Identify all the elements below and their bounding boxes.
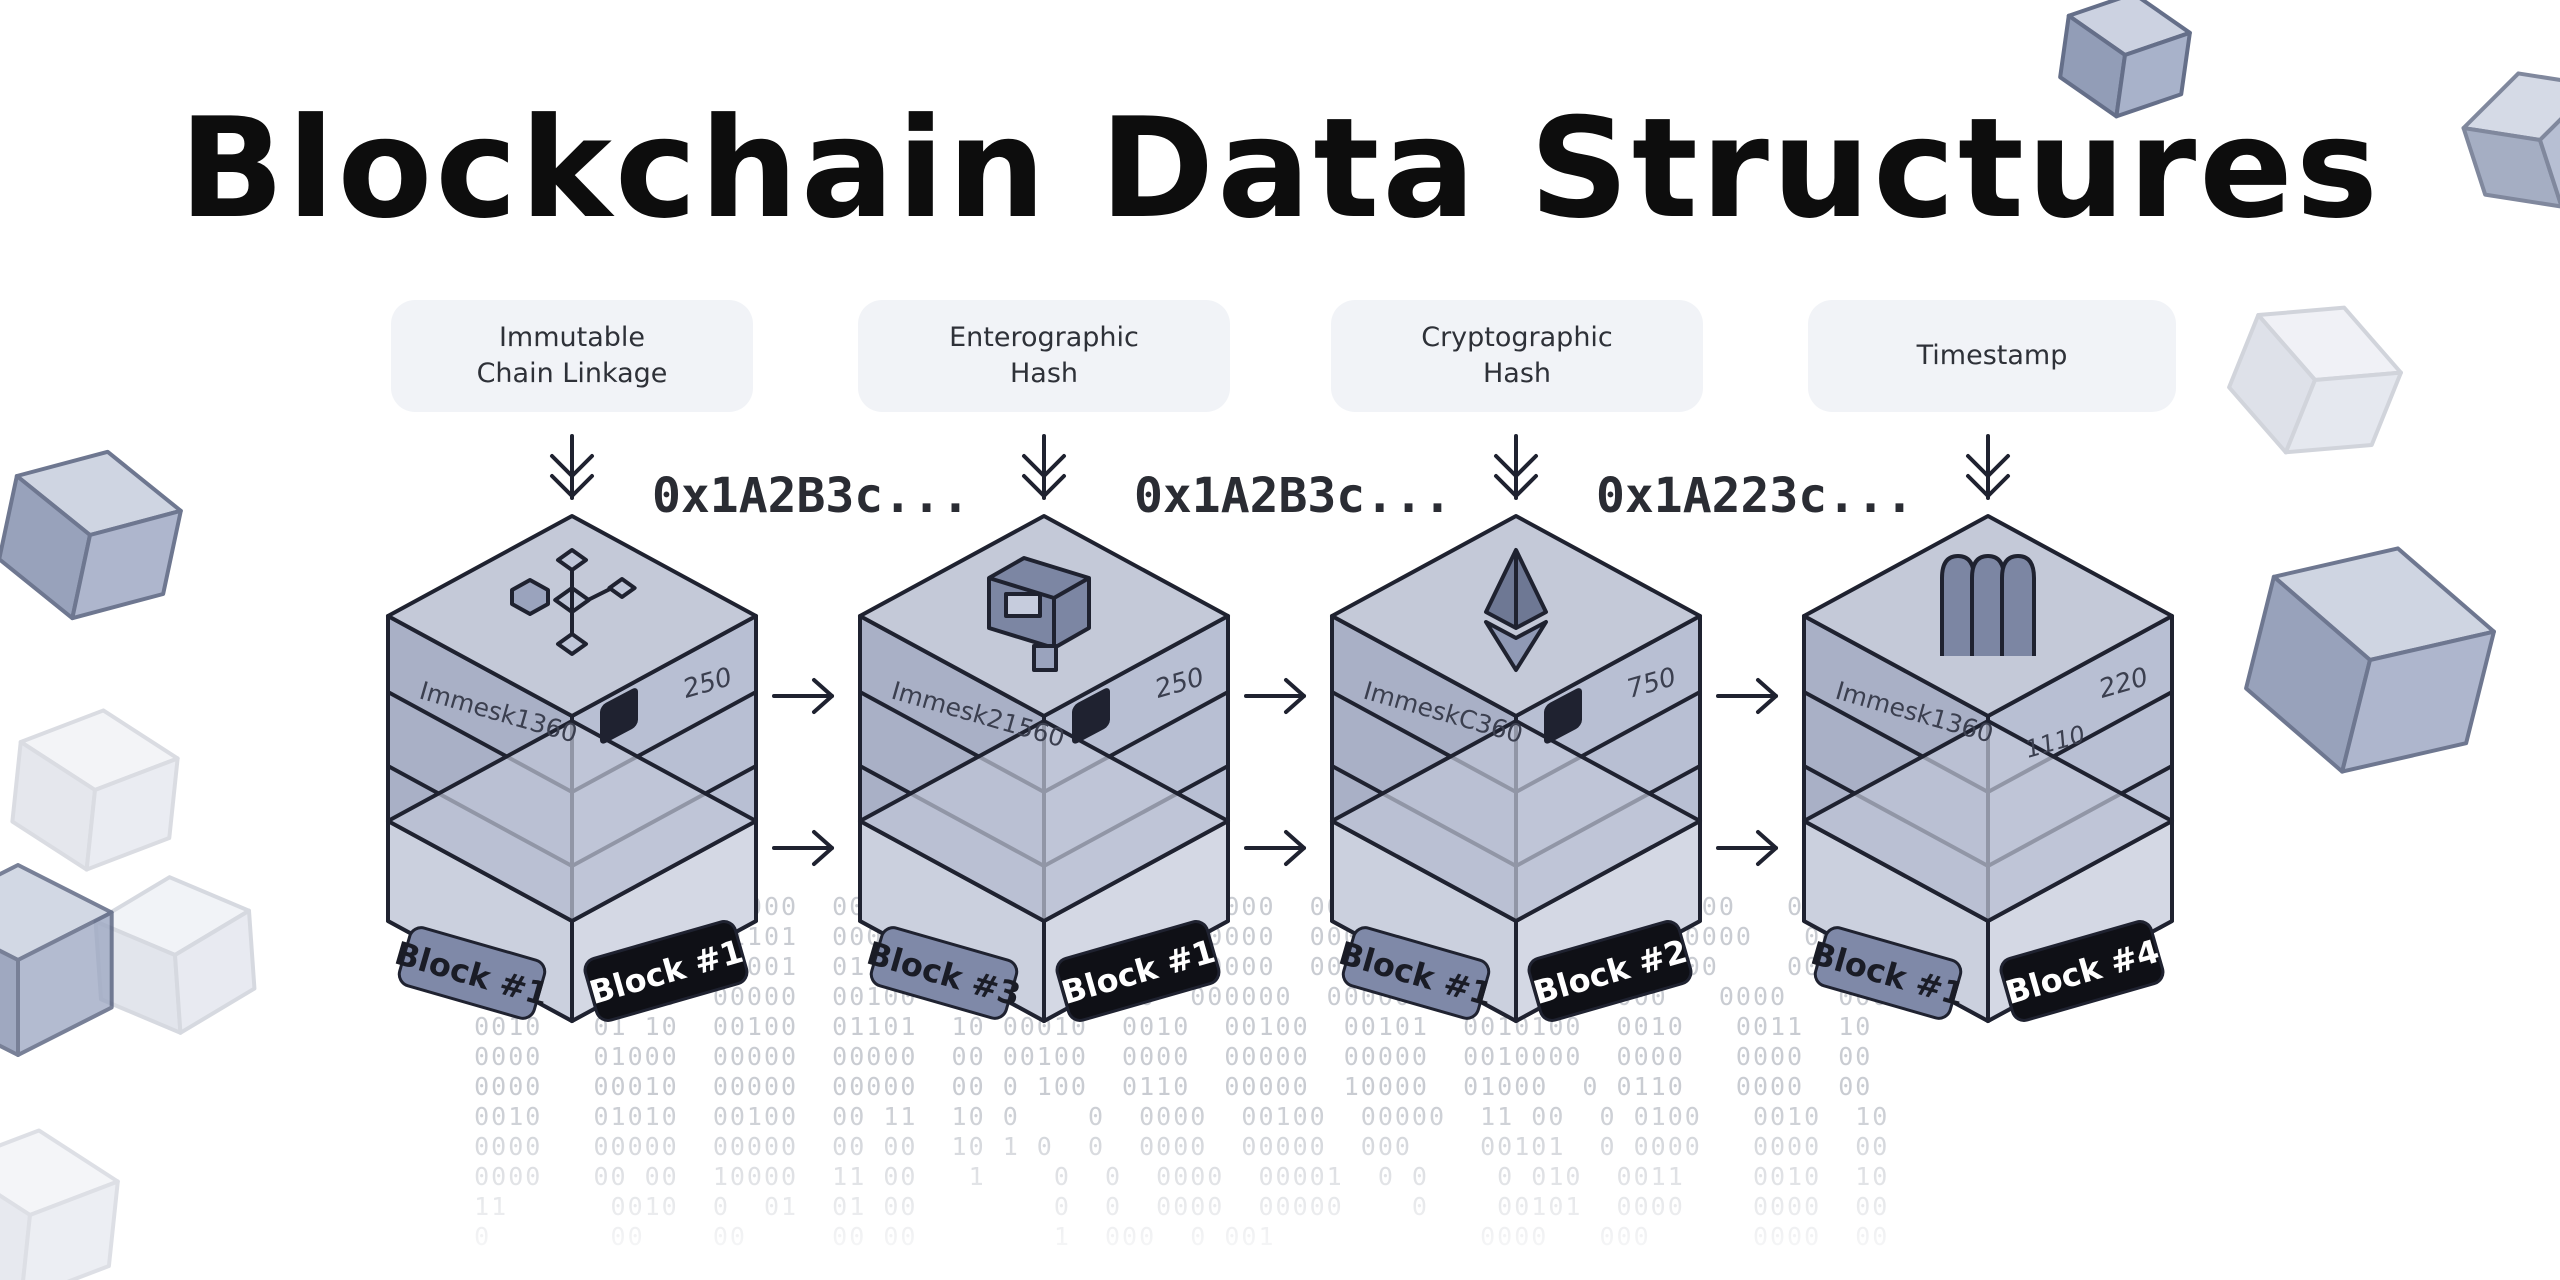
down-arrow-icon [550,434,594,500]
label-enterographic-hash: Enterographic Hash [858,300,1230,412]
chip-icon [1072,688,1110,744]
binary-fade-overlay [440,1100,2200,1280]
hash-value-2: 0x1A2B3c... [1134,468,1452,524]
cube-left-upper [0,449,183,621]
cube-faded-right [2227,305,2403,455]
chain-links-icon [1940,554,2036,656]
down-arrow-icon [1494,434,1538,500]
right-arrow-icon [1716,830,1778,866]
page-title: Blockchain Data Structures [179,88,2381,249]
right-arrow-icon [772,830,834,866]
cube-faded-left [10,708,180,872]
right-arrow-icon [1244,678,1306,714]
ethereum-diamond-icon [1484,548,1548,672]
chip-icon [600,688,638,744]
down-arrow-icon [1966,434,2010,500]
network-nodes-icon [510,548,637,656]
right-arrow-icon [772,678,834,714]
right-arrow-icon [1244,830,1306,866]
cube-faded-left-lower [93,875,257,1035]
server-blocks-icon [987,556,1091,672]
cube-left-edge [0,863,114,1057]
hash-value-1: 0x1A2B3c... [652,468,970,524]
chip-icon [1544,688,1582,744]
label-immutable-chain-linkage: Immutable Chain Linkage [391,300,753,412]
label-timestamp: Timestamp [1808,300,2176,412]
label-cryptographic-hash: Cryptographic Hash [1331,300,1703,412]
cube-large-right [2244,546,2496,774]
cube-top-right [2058,0,2192,119]
cube-faded-bottom-left [0,1128,120,1280]
down-arrow-icon [1022,434,1066,500]
right-arrow-icon [1716,678,1778,714]
hash-value-3: 0x1A223c... [1596,468,1914,524]
cube-edge-right [2461,71,2560,209]
